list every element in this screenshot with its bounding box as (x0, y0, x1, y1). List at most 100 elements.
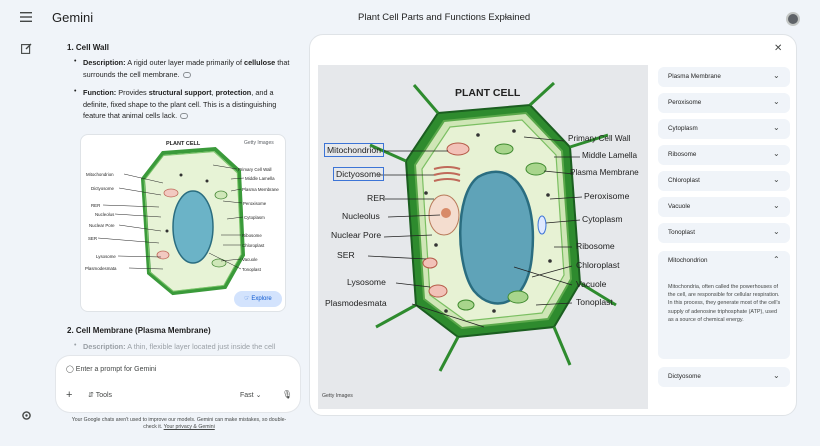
add-icon[interactable]: + (66, 389, 73, 401)
accordion-label: Peroxisome (668, 99, 702, 106)
link-icon[interactable] (182, 71, 191, 78)
diagram-label[interactable]: Plasma Membrane (570, 168, 639, 177)
diagram-label[interactable]: Plasmodesmata (325, 298, 387, 308)
thumb-label: Peroxisome (243, 201, 267, 206)
cell-membrane-description: Description: A thin, flexible layer loca… (83, 342, 276, 351)
accordion-item[interactable]: Cytoplasm ⌄ (658, 119, 790, 139)
accordion-label: Vacuole (668, 203, 691, 210)
bullet: • (74, 342, 77, 349)
image-title: PLANT CELL (455, 87, 521, 99)
chevron-down-icon: ⌄ (773, 71, 780, 80)
diagram-label[interactable]: Chloroplast (576, 260, 620, 270)
diagram-label[interactable]: Tonoplast (576, 297, 613, 307)
disclaimer: Your Google chats aren't used to improve… (71, 417, 287, 430)
thumb-label: Nucleolus (95, 212, 115, 217)
diagram-label[interactable]: Ribosome (576, 241, 615, 251)
chevron-down-icon[interactable]: ⌄ (503, 11, 510, 20)
diagram-label[interactable]: SER (337, 250, 355, 260)
diagram-label[interactable]: RER (367, 193, 386, 203)
diagram-label[interactable]: Middle Lamella (582, 151, 638, 160)
explore-button[interactable]: ☞ Explore (234, 291, 282, 307)
thumb-label: Plasma Membrane (242, 187, 279, 192)
accordion-label: Dictyosome (668, 373, 701, 380)
thumb-label: Mitochondrion (86, 172, 114, 177)
top-bar: Gemini Plant Cell Parts and Functions Ex… (52, 0, 820, 36)
accordion-item[interactable]: Tonoplast⌄ (658, 223, 790, 243)
close-icon[interactable]: ✕ (774, 43, 783, 54)
accordion-label: Ribosome (668, 151, 697, 158)
thumb-label: Middle Lamella (245, 176, 275, 181)
thumbnail-title: PLANT CELL (166, 141, 201, 147)
image-credit: Getty Images (322, 393, 353, 399)
diagram-label[interactable]: Lysosome (347, 277, 386, 287)
chevron-down-icon: ⌄ (773, 175, 780, 184)
accordion-label: Plasma Membrane (668, 73, 721, 80)
left-rail (0, 0, 52, 446)
thumb-label: Vacuole (242, 257, 258, 262)
section-heading: 1. Cell Wall (67, 43, 109, 52)
bullet: • (74, 88, 77, 95)
prompt-input[interactable]: ◯ Enter a prompt for Gemini (66, 366, 157, 373)
bullet: • (74, 58, 77, 65)
diagram-label[interactable]: Peroxisome (584, 191, 630, 201)
accordion-item[interactable]: Dictyosome ⌄ (658, 367, 790, 387)
diagram-label[interactable]: Nuclear Pore (331, 230, 382, 240)
thumb-label: Nuclear Pore (89, 223, 115, 228)
cell-wall-function: Function: Provides structural support, p… (83, 88, 277, 120)
accordion-item-expanded[interactable]: Mitochondrion ⌃ Mitochondria, often call… (658, 251, 790, 359)
thumb-label: RER (91, 203, 101, 208)
accordion-item[interactable]: Peroxisome ⌄ (658, 93, 790, 113)
prompt-box: ◯ Enter a prompt for Gemini + ⇵ Tools Fa… (56, 356, 300, 412)
thumb-label: Primary Cell Wall (238, 167, 272, 172)
accordion-item[interactable]: Plasma Membrane ⌄ (658, 67, 790, 87)
mic-icon[interactable]: 🎙 (282, 390, 293, 399)
chevron-down-icon: ⌄ (773, 97, 780, 106)
avatar[interactable] (786, 12, 800, 26)
diagram-label[interactable]: Primary Cell Wall (568, 134, 631, 143)
thumb-label: Cytoplasm (244, 215, 265, 220)
accordion-label: Chloroplast (668, 177, 700, 184)
chevron-down-icon: ⌄ (773, 123, 780, 132)
thumbnail-credit: Getty Images (244, 140, 274, 146)
chevron-down-icon: ⌄ (773, 149, 780, 158)
accordion-label: Cytoplasm (668, 125, 698, 132)
diagram-label-mitochondrion[interactable]: Mitochondrion (324, 143, 384, 157)
link-icon[interactable] (180, 113, 189, 120)
section-heading: 2. Cell Membrane (Plasma Membrane) (67, 326, 211, 335)
diagram-label[interactable]: Cytoplasm (582, 214, 623, 224)
accordion-label: Mitochondrion (668, 257, 708, 264)
accordion-item[interactable]: Ribosome ⌄ (658, 145, 790, 165)
plant-cell-diagram (367, 81, 617, 372)
plant-cell-image: PLANT CELL (318, 65, 648, 409)
accordion-item[interactable]: Chloroplast ⌄ (658, 171, 790, 191)
accordion-item[interactable]: Vacuole ⌄ (658, 197, 790, 217)
chat-column: 1. Cell Wall • Description: A rigid oute… (52, 36, 306, 446)
canvas-panel: ✕ PLANT CELL (309, 34, 797, 416)
thumb-label: SER (88, 236, 98, 241)
thumb-label: Lysosome (96, 254, 116, 259)
conversation-title[interactable]: Plant Cell Parts and Functions Explained (358, 12, 531, 23)
settings-icon[interactable] (18, 409, 34, 425)
thumb-label: Tonoplast (242, 267, 261, 272)
chevron-up-icon: ⌃ (773, 255, 780, 264)
tools-button[interactable]: ⇵ Tools (88, 392, 113, 399)
chevron-down-icon: ⌄ (773, 201, 780, 210)
diagram-label-dictyosome[interactable]: Dictyosome (333, 167, 384, 181)
mode-selector[interactable]: Fast ⌄ (240, 392, 262, 399)
privacy-link[interactable]: Your privacy & Gemini (163, 424, 215, 430)
diagram-label[interactable]: Nucleolus (342, 211, 380, 221)
app-title[interactable]: Gemini (52, 10, 94, 25)
chevron-down-icon: ⌄ (773, 371, 780, 380)
menu-icon[interactable] (18, 10, 34, 26)
thumb-label: Plasmodesmata (85, 266, 117, 271)
accordion-body: Mitochondria, often called the powerhous… (668, 284, 781, 323)
thumbnail-diagram (97, 146, 246, 296)
cell-wall-description: Description: A rigid outer layer made pr… (83, 58, 290, 79)
plant-cell-thumbnail[interactable]: PLANT CELL Getty Images Mitocho (80, 134, 286, 312)
thumb-label: Chloroplast (242, 243, 265, 248)
thumb-label: Dictyosome (91, 186, 114, 191)
new-chat-icon[interactable] (18, 42, 34, 58)
chevron-down-icon: ⌄ (773, 227, 780, 236)
thumb-label: Ribosome (242, 233, 262, 238)
diagram-label[interactable]: Vacuole (576, 279, 607, 289)
